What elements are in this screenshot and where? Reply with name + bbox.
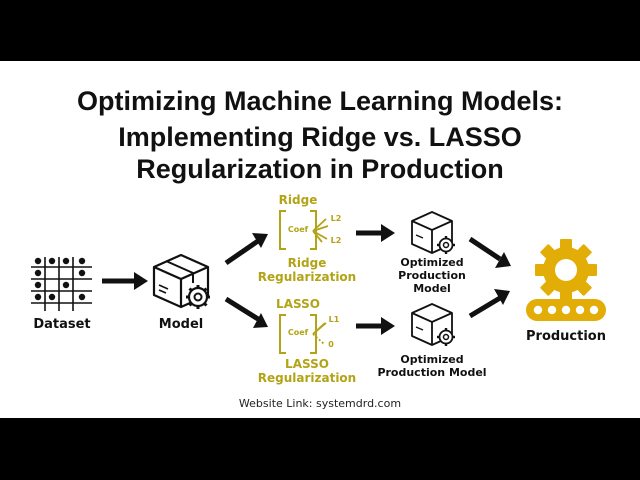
production-gear-conveyor-icon — [526, 239, 606, 321]
model-label: Model — [158, 317, 204, 332]
website-link-text: Website Link: systemdrd.com — [238, 397, 402, 410]
arrow-dataset-to-model — [102, 272, 148, 290]
lasso-regularization-label: LASSO Regularization — [257, 357, 357, 385]
model-box-gear-icon — [152, 253, 210, 309]
ridge-coef-text: Coef — [287, 225, 309, 234]
lasso-coefficient-icon — [279, 314, 327, 354]
diagram-graphics — [31, 210, 606, 354]
ridge-header: Ridge — [278, 193, 318, 207]
dataset-grid-icon — [31, 257, 92, 311]
lasso-zero-text: 0 — [328, 340, 334, 349]
production-label: Production — [526, 329, 606, 344]
optimized-model-label-bottom: Optimized Production Model — [377, 353, 487, 379]
arrow-lasso-to-optimized — [356, 317, 395, 335]
lasso-l1-text: L1 — [328, 315, 340, 324]
ridge-l2-top-text: L2 — [330, 214, 342, 223]
optimized-model-label-top: Optimized Production Model — [398, 256, 466, 295]
lasso-coef-text: Coef — [287, 328, 309, 337]
ridge-l2-bottom-text: L2 — [330, 236, 342, 245]
arrow-model-to-ridge — [224, 233, 268, 266]
title-line-2: Implementing Ridge vs. LASSO — [118, 122, 522, 152]
optimized-model-box-icon-bottom — [411, 303, 455, 346]
title-line-3: Regularization in Production — [136, 154, 504, 184]
title-line-1: Optimizing Machine Learning Models: — [76, 86, 564, 116]
ridge-coefficient-icon — [279, 210, 329, 250]
arrow-optimized-bottom-to-production — [468, 289, 510, 319]
dataset-label: Dataset — [33, 317, 91, 332]
arrow-ridge-to-optimized — [356, 224, 395, 242]
arrow-optimized-top-to-production — [468, 236, 511, 268]
lasso-header: LASSO — [276, 297, 320, 311]
ridge-regularization-label: Ridge Regularization — [257, 256, 357, 284]
optimized-model-box-icon-top — [411, 211, 455, 254]
arrow-model-to-lasso — [224, 296, 268, 328]
diagram-canvas: Optimizing Machine Learning Models: Impl… — [0, 61, 640, 418]
